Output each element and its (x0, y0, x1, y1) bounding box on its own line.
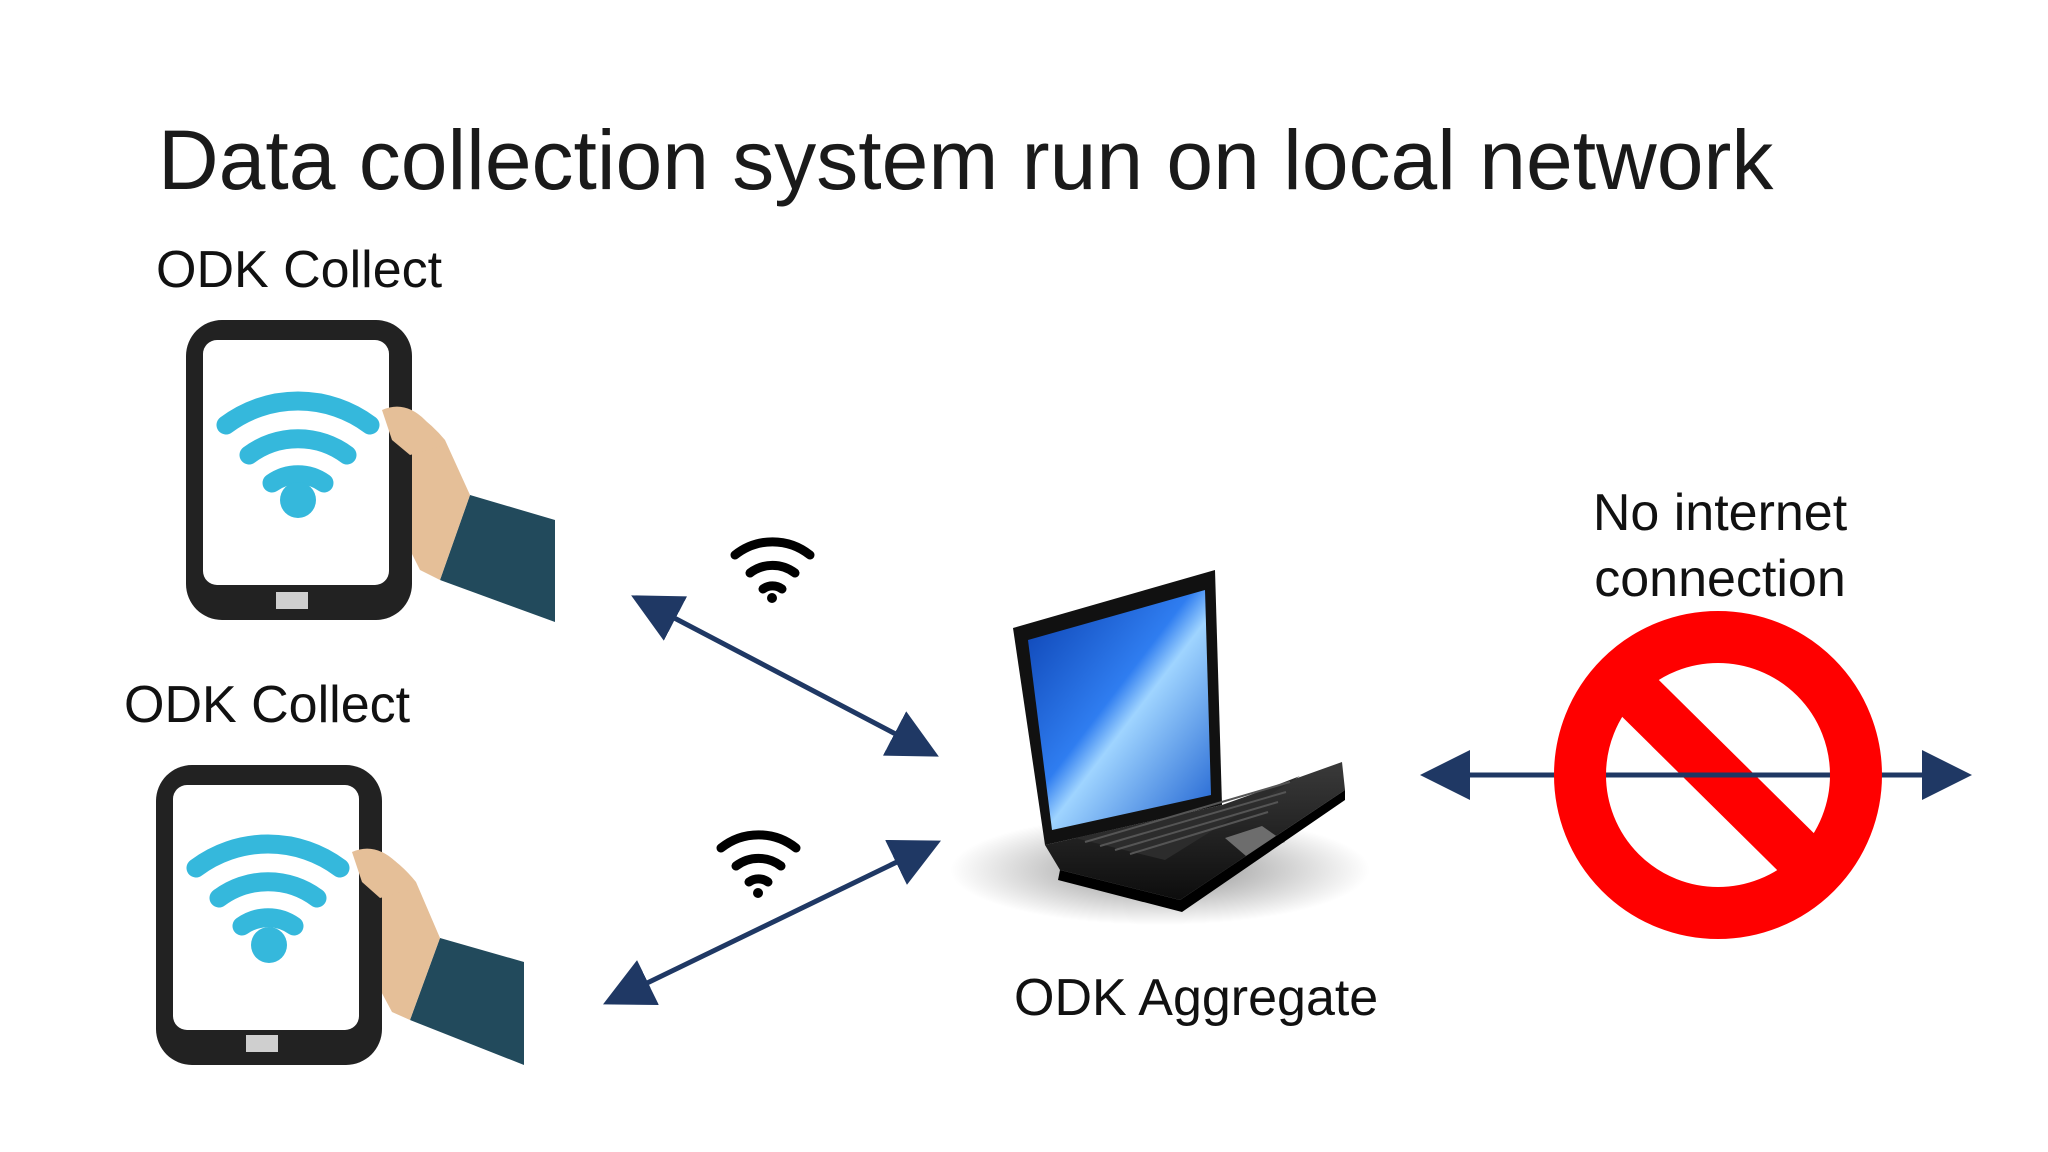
link-arrow-bottom (603, 839, 941, 1006)
laptop-icon (950, 570, 1370, 925)
link-arrow-top (631, 595, 939, 757)
odk-collect-label-bottom: ODK Collect (124, 676, 411, 734)
tablet-with-wifi-icon (156, 765, 524, 1065)
tablet-with-wifi-icon (186, 320, 555, 622)
wifi-signal-icon (716, 830, 801, 898)
odk-aggregate-label: ODK Aggregate (1014, 969, 1379, 1027)
no-entry-icon (1554, 611, 1882, 939)
odk-collect-label-top: ODK Collect (156, 241, 443, 299)
no-internet-label: No internet connection (1592, 484, 1848, 608)
wifi-signal-icon (730, 537, 815, 603)
slide-title: Data collection system run on local netw… (158, 113, 1774, 207)
